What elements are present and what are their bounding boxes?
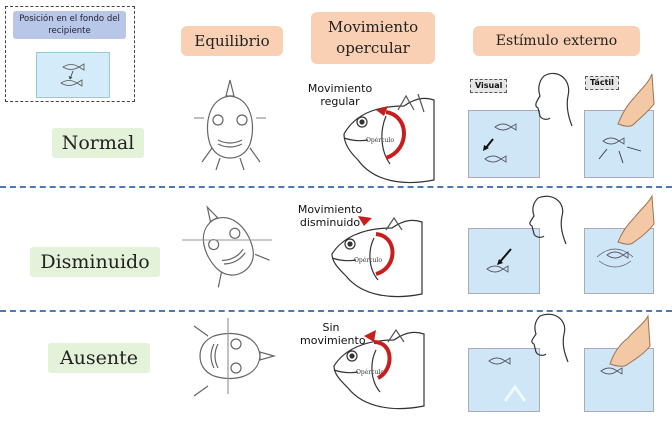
fish-icon (600, 367, 623, 375)
fish-arrow-icon (486, 248, 512, 273)
legend-title: Posición en el fondo del recipiente (13, 11, 126, 39)
visual-tank (468, 110, 540, 178)
row-label-absent: Ausente (48, 343, 150, 373)
header-external-stimulus: Estímulo externo (473, 26, 640, 56)
row-divider (0, 310, 672, 312)
legend-fish-icon (60, 63, 85, 87)
tag-tactile: Táctil (585, 76, 619, 90)
header-equilibrium: Equilibrio (181, 26, 283, 56)
hand-icon (617, 194, 655, 245)
fish-front-sideways-icon (193, 318, 277, 397)
person-face-icon (531, 313, 569, 363)
fish-scatter-icon (598, 137, 642, 164)
opercle-label: Opérculo (356, 369, 384, 376)
fish-front-tilted-icon (182, 205, 272, 288)
fish-arrow-icon (483, 123, 517, 163)
movement-label-absent: Sin movimiento (300, 321, 366, 347)
hand-icon (609, 314, 651, 367)
person-face-icon (535, 72, 573, 127)
fish-head-opercle-icon: Opérculo (331, 216, 423, 298)
person-face-icon (529, 195, 567, 245)
legend-box: Posición en el fondo del recipiente (5, 6, 135, 102)
fish-head-opercle-icon: Opérculo (333, 328, 425, 410)
opercle-label: Opérculo (354, 257, 382, 264)
hand-icon (617, 73, 655, 127)
legend-tank-illustration (36, 52, 110, 98)
visual-tank (468, 228, 540, 294)
row-divider (0, 186, 672, 188)
movement-label-regular: Movimiento regular (307, 82, 373, 108)
tag-visual: Visual (470, 79, 508, 93)
fish-ripple-icon (596, 248, 634, 268)
movement-label-decreased: Movimiento disminuido (297, 203, 363, 229)
row-label-decreased: Disminuido (30, 247, 160, 277)
fish-head-opercle-icon: Opérculo (343, 93, 435, 184)
fish-front-upright-icon (194, 79, 266, 171)
row-label-normal: Normal (52, 128, 144, 158)
visual-tank (468, 348, 540, 412)
opercle-label: Opérculo (366, 137, 394, 144)
header-opercular-movement: Movimiento opercular (311, 12, 435, 64)
fish-icon (488, 357, 527, 402)
